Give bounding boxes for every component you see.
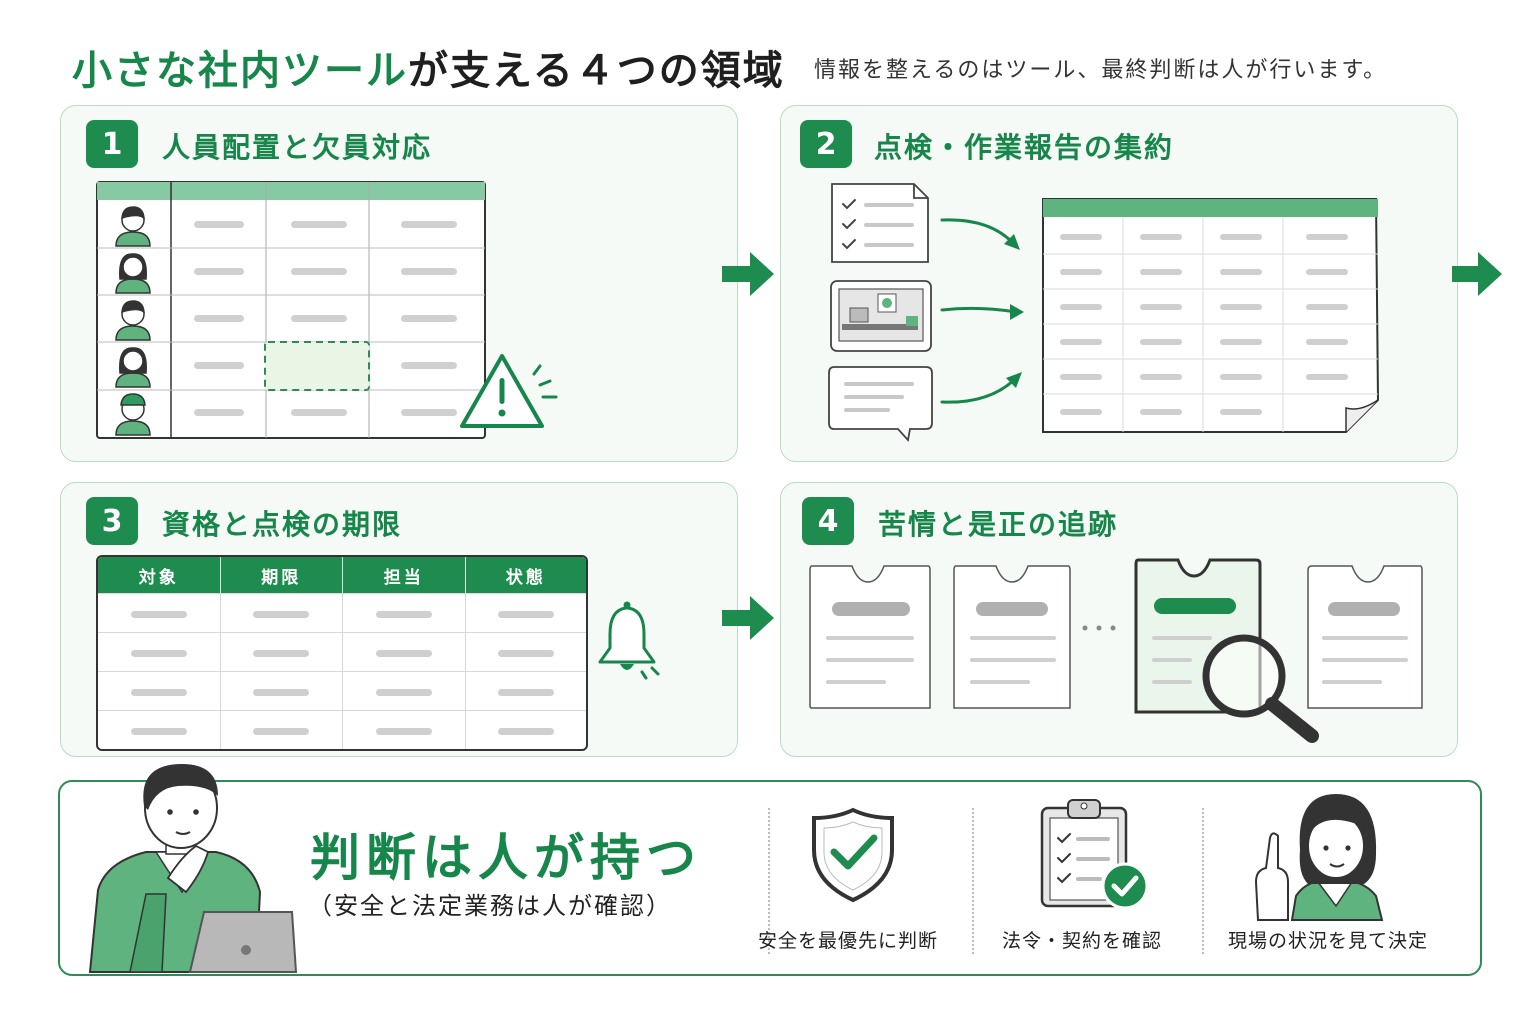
arrow-right-icon xyxy=(722,252,774,296)
table-row xyxy=(98,632,586,671)
warning-icon xyxy=(460,354,558,428)
caption-safety: 安全を最優先に判断 xyxy=(758,930,939,952)
column-header-owner: 担当 xyxy=(343,557,466,593)
panel-title-4: 苦情と是正の追跡 xyxy=(878,508,1119,541)
main-title-green: 小さな社内ツール xyxy=(72,48,408,94)
table-row xyxy=(98,671,586,710)
divider xyxy=(768,808,770,954)
main-title: 小さな社内ツールが支える４つの領域 xyxy=(72,38,785,96)
column-header-status: 状態 xyxy=(465,557,586,593)
panel-title-1: 人員配置と欠員対応 xyxy=(162,131,433,164)
panel-number-1: 1 xyxy=(86,120,138,168)
person-pointing-icon xyxy=(1254,794,1384,921)
shield-check-icon xyxy=(812,807,894,903)
judgment-title: 判断は人が持つ xyxy=(310,829,702,887)
consolidated-sheet xyxy=(1042,198,1380,433)
human-judgment-panel xyxy=(58,780,1482,976)
panel-title-2: 点検・作業報告の集約 xyxy=(874,131,1175,164)
bell-icon xyxy=(598,601,660,680)
collect-arrows xyxy=(940,218,1024,404)
panel-title-3: 資格と点検の期限 xyxy=(162,508,403,541)
divider xyxy=(1202,808,1204,954)
arrow-right-icon xyxy=(722,596,774,640)
table-row xyxy=(98,710,586,749)
divider xyxy=(972,808,974,954)
panel-number-3: 3 xyxy=(86,497,138,545)
column-header-target: 対象 xyxy=(98,557,221,593)
ticket-cards xyxy=(809,558,1423,714)
checklist-document-icon xyxy=(831,183,929,263)
deadline-table: 対象 期限 担当 状態 xyxy=(96,555,588,751)
staff-roster-table xyxy=(96,181,486,439)
caption-compliance: 法令・契約を確認 xyxy=(1002,930,1163,952)
column-header-deadline: 期限 xyxy=(220,557,344,593)
caption-onsite-decision: 現場の状況を見て決定 xyxy=(1228,930,1429,952)
judgment-subtitle: （安全と法定業務は人が確認） xyxy=(308,892,672,920)
subtitle: 情報を整えるのはツール、最終判断は人が行います。 xyxy=(814,58,1388,83)
panel-number-2: 2 xyxy=(800,120,852,168)
arrow-right-icon xyxy=(1452,252,1502,296)
comment-bubble-icon xyxy=(828,366,933,442)
photo-report-icon xyxy=(830,280,932,352)
table-row xyxy=(98,593,586,632)
clipboard-check-icon xyxy=(1040,799,1149,910)
magnifier-icon xyxy=(1202,634,1319,743)
panel-number-4: 4 xyxy=(802,497,854,545)
main-title-dark: が支える４つの領域 xyxy=(408,48,785,94)
thinking-man-illustration xyxy=(88,764,298,973)
